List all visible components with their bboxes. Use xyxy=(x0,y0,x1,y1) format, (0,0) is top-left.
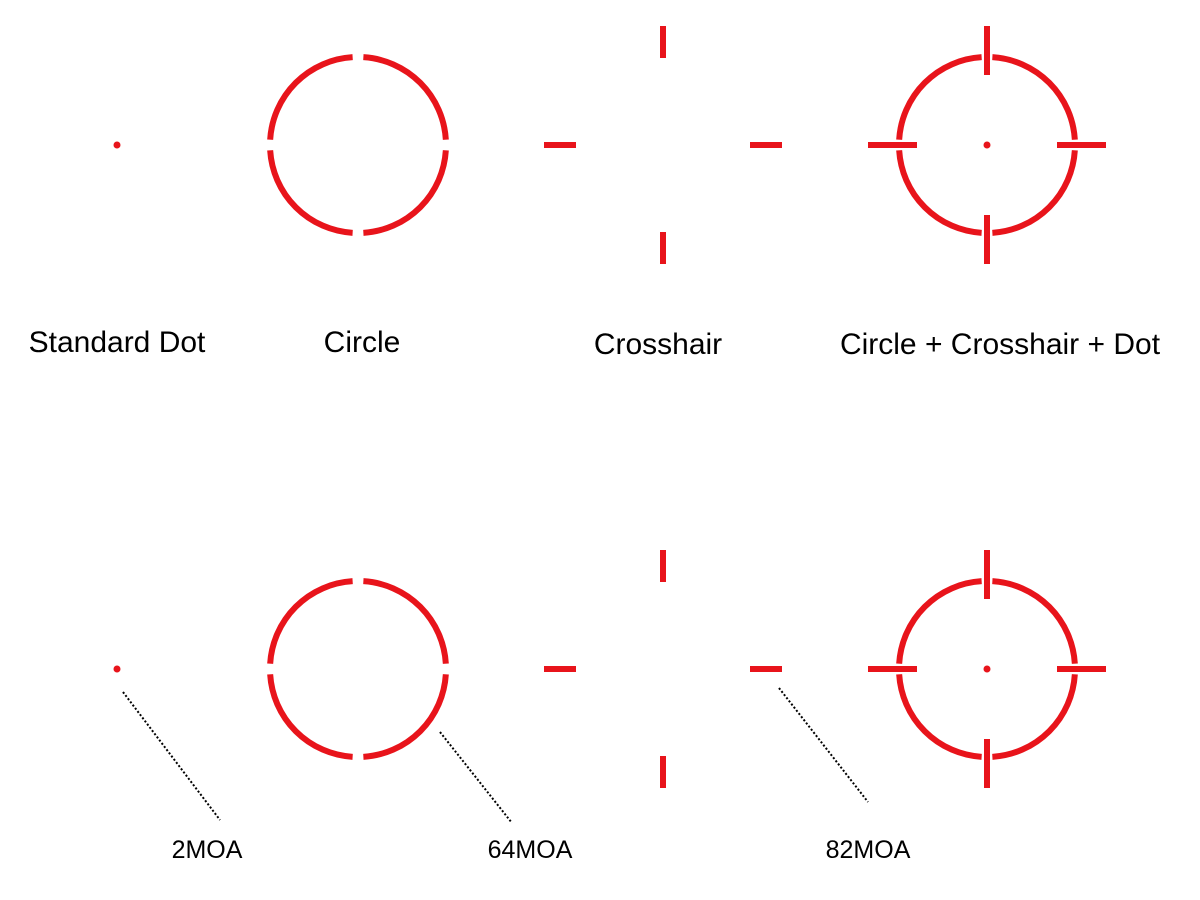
label-circle: Circle xyxy=(324,326,401,359)
leader-line-82moa xyxy=(778,687,869,803)
combo-reticle-bottom-arc-4 xyxy=(992,578,1078,664)
circle-reticle-bottom-arc-2 xyxy=(267,674,353,760)
standard-dot-bottom xyxy=(113,665,121,673)
combo-reticle-bottom-arc-1 xyxy=(992,674,1078,760)
label-crosshair: Crosshair xyxy=(594,328,722,361)
circle-reticle-top-arc-3 xyxy=(267,54,353,140)
circle-reticle-top-arc-2 xyxy=(267,150,353,236)
circle-reticle-top-arc-4 xyxy=(363,54,449,140)
circle-reticle-bottom-arc-1 xyxy=(363,674,449,760)
circle-reticle-bottom-arc-4 xyxy=(363,578,449,664)
combo-reticle-dot-bottom xyxy=(983,665,991,673)
combo-reticle-top-arc-4 xyxy=(992,54,1078,140)
leader-line-2moa xyxy=(122,691,221,821)
circle-reticle-top-arc-1 xyxy=(363,150,449,236)
label-standard-dot: Standard Dot xyxy=(29,326,206,359)
combo-reticle-top-arc-2 xyxy=(896,150,982,236)
combo-reticle-dot-top xyxy=(983,141,991,149)
circle-reticle-bottom-arc-3 xyxy=(267,578,353,664)
moa-label-64moa: 64MOA xyxy=(488,836,573,864)
reticle-layer xyxy=(113,26,1106,788)
combo-reticle-top-arc-3 xyxy=(896,54,982,140)
combo-reticle-bottom-arc-2 xyxy=(896,674,982,760)
moa-label-82moa: 82MOA xyxy=(826,836,911,864)
moa-label-2moa: 2MOA xyxy=(172,836,243,864)
leader-line-64moa xyxy=(439,731,513,824)
combo-reticle-bottom-arc-3 xyxy=(896,578,982,664)
label-circle-crosshair-dot: Circle + Crosshair + Dot xyxy=(840,328,1161,361)
standard-dot-top xyxy=(113,141,121,149)
combo-reticle-top-arc-1 xyxy=(992,150,1078,236)
